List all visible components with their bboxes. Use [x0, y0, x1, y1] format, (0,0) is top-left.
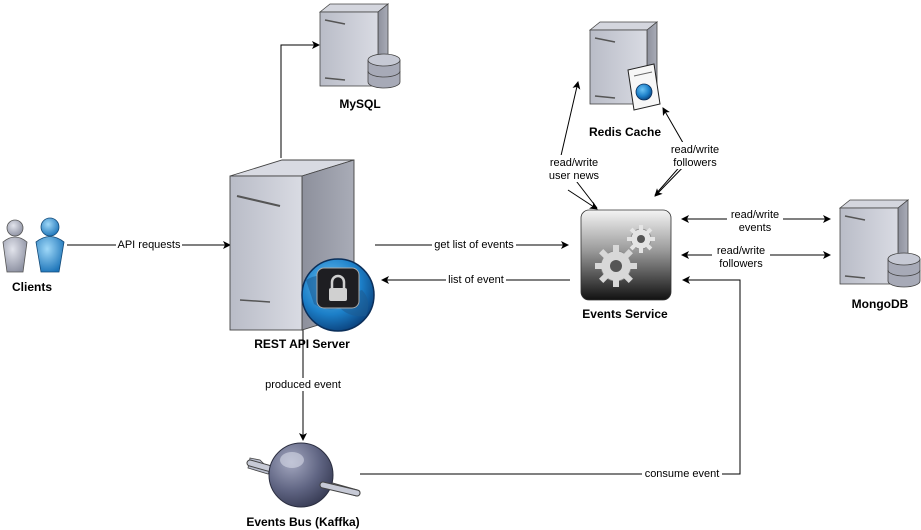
- events-service-label: Events Service: [582, 307, 668, 321]
- edge-label-rw-events-1: read/write: [731, 209, 779, 221]
- edge-rest-mysql: [280, 41, 320, 158]
- edge-label-rw-user-news-2: user news: [549, 170, 600, 182]
- edge-label-api-requests: API requests: [118, 239, 181, 251]
- edge-label-get-list: get list of events: [434, 239, 514, 251]
- mongodb-node[interactable]: MongoDB: [838, 199, 921, 311]
- clients-label: Clients: [12, 280, 52, 294]
- edges: API requests get list of events list of …: [67, 41, 831, 480]
- mysql-node[interactable]: MySQL: [318, 3, 401, 111]
- events-bus-label: Events Bus (Kaffka): [246, 515, 359, 529]
- rest-api-label: REST API Server: [254, 337, 350, 351]
- edge-label-rw-events-2: events: [739, 222, 772, 234]
- redis-label: Redis Cache: [589, 125, 661, 139]
- database-server-icon: [318, 3, 401, 89]
- edge-label-rw-followers-mongo-2: followers: [719, 258, 763, 270]
- message-bus-icon: [246, 442, 361, 508]
- edge-redis-service-user-news: [567, 189, 598, 210]
- gears-icon: [580, 209, 672, 301]
- rest-api-node[interactable]: REST API Server: [229, 159, 375, 351]
- redis-node[interactable]: Redis Cache: [588, 21, 661, 139]
- edge-label-produced-event: produced event: [265, 379, 341, 391]
- edge-label-rw-user-news-1: read/write: [550, 157, 598, 169]
- edge-bus-events-service: [360, 276, 741, 475]
- secure-globe-icon: [301, 258, 375, 332]
- edge-label-consume-event: consume event: [645, 468, 720, 480]
- clients-node[interactable]: Clients: [2, 217, 65, 294]
- events-bus-node[interactable]: Events Bus (Kaffka): [246, 442, 361, 529]
- edge-label-rw-followers-mongo-1: read/write: [717, 245, 765, 257]
- edge-label-list-of-event: list of event: [448, 274, 504, 286]
- edge-label-rw-followers-redis-1: read/write: [671, 144, 719, 156]
- mongodb-label: MongoDB: [852, 297, 909, 311]
- edge-label-rw-followers-redis-2: followers: [673, 157, 717, 169]
- mysql-label: MySQL: [339, 97, 380, 111]
- database-server-icon: [838, 199, 921, 288]
- events-service-node[interactable]: Events Service: [580, 209, 672, 321]
- cache-server-icon: [588, 21, 661, 111]
- users-icon: [2, 217, 65, 273]
